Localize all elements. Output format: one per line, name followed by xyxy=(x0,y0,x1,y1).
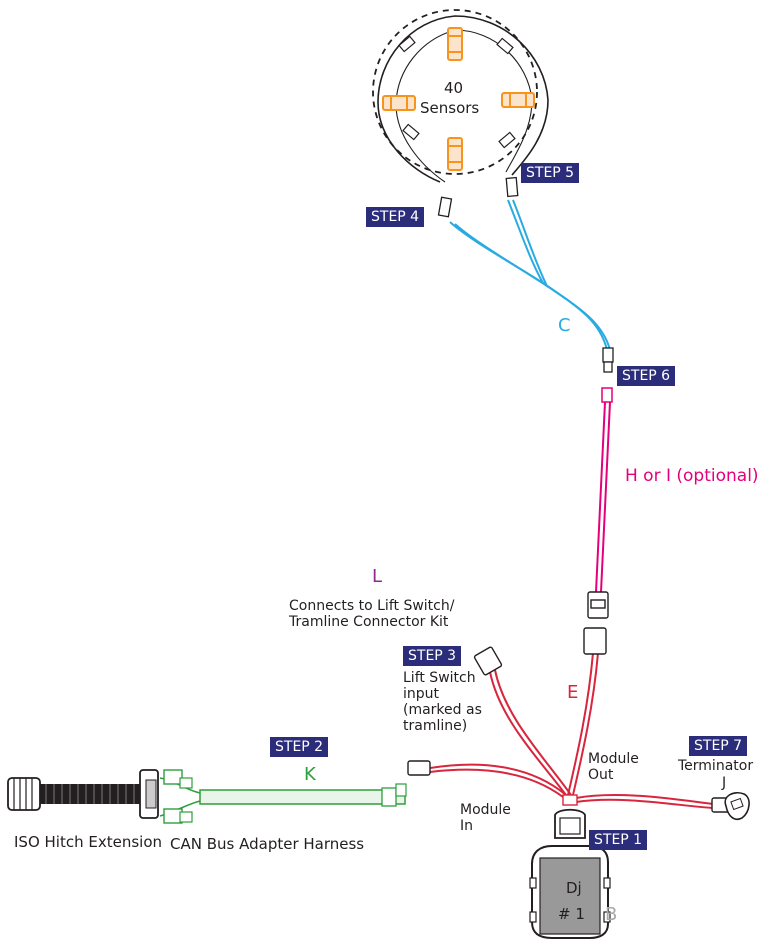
harness-c-connector xyxy=(602,347,614,373)
terminator-j xyxy=(724,791,750,821)
letter-l: L xyxy=(372,566,383,587)
can-bus-adapter-label: CAN Bus Adapter Harness xyxy=(170,835,365,853)
sensor-ring xyxy=(372,9,549,218)
lift-switch-connector-label: Connects to Lift Switch/ Tramline Connec… xyxy=(289,598,455,631)
letter-e: E xyxy=(567,682,579,703)
sensor-icon xyxy=(382,95,416,111)
module-in-label: Module In xyxy=(460,802,511,835)
step-7-badge: STEP 7 xyxy=(689,736,748,756)
sensor-icon xyxy=(501,92,535,108)
sensor-loop-cable xyxy=(377,15,549,183)
letter-h-or-i: H or I (optional) xyxy=(625,466,757,486)
letter-c: C xyxy=(558,315,571,336)
module-number: # 1 xyxy=(558,905,585,923)
sensor-icons xyxy=(382,27,535,171)
terminator-label: Terminator xyxy=(678,758,754,774)
step-4-badge: STEP 4 xyxy=(366,207,425,227)
harness-e-connectors xyxy=(407,627,731,813)
sensor-label: Sensors xyxy=(420,99,480,117)
step-5-badge: STEP 5 xyxy=(521,163,580,183)
harness-k xyxy=(159,769,407,824)
sensor-icon xyxy=(447,27,463,61)
step-3-badge: STEP 3 xyxy=(403,646,462,666)
step-1-badge: STEP 1 xyxy=(589,830,648,850)
letter-j: J xyxy=(722,775,727,791)
letter-b: B xyxy=(605,904,618,925)
lift-switch-input-label: Lift Switch input (marked as tramline) xyxy=(403,670,482,735)
module-dj xyxy=(529,808,611,939)
letter-k: K xyxy=(304,764,316,785)
iso-hitch-extension-label: ISO Hitch Extension xyxy=(14,833,163,851)
sensor-ring-dashed-circle xyxy=(372,9,538,175)
ring-exit-connectors xyxy=(437,176,519,218)
module-out-label: Module Out xyxy=(588,751,639,784)
iso-hitch-extension xyxy=(7,769,159,819)
harness-e xyxy=(429,652,714,809)
harness-h xyxy=(595,387,613,593)
step-2-badge: STEP 2 xyxy=(270,737,329,757)
sensor-icon xyxy=(447,137,463,171)
harness-c xyxy=(449,199,611,351)
ring-connectors xyxy=(398,35,516,149)
step-6-badge: STEP 6 xyxy=(617,366,676,386)
harness-h-bottom-connector xyxy=(587,591,609,619)
sensor-count: 40 xyxy=(444,79,464,97)
module-name: Dj xyxy=(566,879,582,897)
